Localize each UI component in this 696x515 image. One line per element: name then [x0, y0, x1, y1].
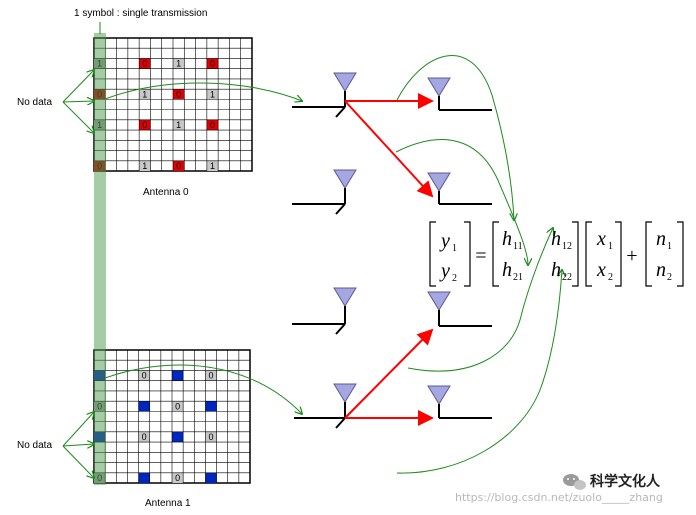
- resource-element: [206, 89, 219, 100]
- resource-element: [205, 370, 217, 381]
- resource-element-label: 1: [176, 59, 181, 69]
- eq-y1-sub: 1: [452, 243, 457, 254]
- resource-element-label: 0: [210, 59, 215, 69]
- resource-element-label: 0: [175, 401, 180, 411]
- resource-element-label: 1: [176, 120, 181, 130]
- antenna-icon: [292, 287, 357, 335]
- no-data-label-top: No data: [17, 97, 52, 108]
- resource-element-label: 0: [208, 432, 213, 442]
- eq-y2: y: [439, 260, 450, 282]
- no-data-arrows-top: [62, 70, 94, 133]
- antenna-icon: [427, 385, 492, 419]
- resource-element-label: 0: [210, 120, 215, 130]
- eq-h11-sub: 11: [513, 241, 523, 252]
- antenna-icon: [427, 172, 492, 205]
- antenna-icon: [292, 169, 357, 215]
- channel-equation: y 1 y 2 = h 11 h 12 h 21 h 22 x 1 x 2 + …: [429, 221, 684, 287]
- resource-element: [173, 89, 185, 100]
- symbol-column-highlight: [94, 33, 106, 485]
- antenna-icon: [292, 72, 357, 118]
- resource-element: [139, 89, 151, 100]
- antenna-group: [292, 72, 492, 429]
- eq-h22: h: [551, 259, 561, 281]
- resource-element: [172, 472, 184, 483]
- resource-element: [172, 431, 184, 443]
- mapping-arrows: [104, 55, 562, 474]
- eq-equals: =: [474, 245, 488, 267]
- antenna1-label: Antenna 1: [145, 498, 191, 509]
- resource-element: [173, 58, 185, 69]
- resource-element: [206, 58, 219, 69]
- resource-element: [205, 472, 217, 483]
- resource-element-label: 0: [142, 371, 147, 381]
- resource-element-label: 0: [208, 371, 213, 381]
- resource-element: [139, 119, 151, 131]
- signal-paths-tx1: [344, 328, 434, 426]
- antenna-icon: [427, 291, 492, 327]
- eq-x2-sub: 2: [608, 272, 613, 283]
- watermark-brand: 科学文化人: [590, 473, 661, 490]
- resource-element-label: 0: [176, 161, 181, 171]
- eq-n1: n: [656, 228, 666, 250]
- resource-element: [138, 472, 150, 483]
- resource-element: [138, 401, 150, 412]
- resource-element-label: 0: [142, 432, 147, 442]
- resource-element: [173, 119, 185, 131]
- eq-h11: h: [502, 228, 512, 250]
- wechat-logo-icon: [563, 474, 586, 490]
- eq-x1-sub: 1: [608, 241, 613, 252]
- eq-n1-sub: 1: [667, 241, 672, 252]
- resource-element: [139, 160, 151, 171]
- antenna0-label: Antenna 0: [143, 187, 189, 198]
- eq-y2-sub: 2: [452, 273, 457, 284]
- resource-element-label: 0: [142, 120, 147, 130]
- resource-element: [172, 401, 184, 412]
- no-data-arrows-bottom: [62, 412, 94, 478]
- eq-h22-sub: 22: [562, 272, 572, 283]
- no-data-label-bottom: No data: [17, 440, 52, 451]
- eq-y1: y: [439, 230, 450, 252]
- eq-x1: x: [596, 228, 606, 250]
- eq-h12: h: [551, 228, 561, 250]
- eq-n2: n: [656, 259, 666, 281]
- antenna-icon: [294, 383, 357, 429]
- resource-element: [173, 160, 185, 171]
- resource-element-label: 1: [210, 161, 215, 171]
- resource-element: [206, 160, 219, 171]
- signal-paths-tx0: [344, 93, 434, 198]
- watermark-url: https://blog.csdn.net/zuolo_____zhang: [455, 491, 663, 504]
- resource-element: [172, 370, 184, 381]
- resource-element-label: 1: [142, 161, 147, 171]
- eq-h21-sub: 21: [513, 272, 523, 283]
- eq-x2: x: [596, 259, 606, 281]
- eq-h12-sub: 12: [562, 241, 572, 252]
- antenna-icon: [427, 77, 492, 111]
- eq-plus: +: [625, 245, 639, 267]
- resource-element: [205, 401, 217, 412]
- resource-element: [138, 370, 150, 381]
- eq-h21: h: [502, 259, 512, 281]
- resource-element: [138, 431, 150, 443]
- antenna1-resource-grid: 00000000: [93, 349, 251, 484]
- eq-n2-sub: 2: [667, 272, 672, 283]
- resource-element-label: 1: [142, 89, 147, 99]
- resource-element-label: 0: [175, 473, 180, 483]
- resource-element-label: 0: [142, 59, 147, 69]
- resource-element-label: 1: [210, 89, 215, 99]
- resource-element: [206, 119, 219, 131]
- resource-element: [205, 431, 217, 443]
- resource-element-label: 0: [176, 89, 181, 99]
- top-caption: 1 symbol : single transmission: [74, 8, 207, 19]
- resource-element: [139, 58, 151, 69]
- antenna0-resource-grid: 1010010110100101: [93, 37, 253, 172]
